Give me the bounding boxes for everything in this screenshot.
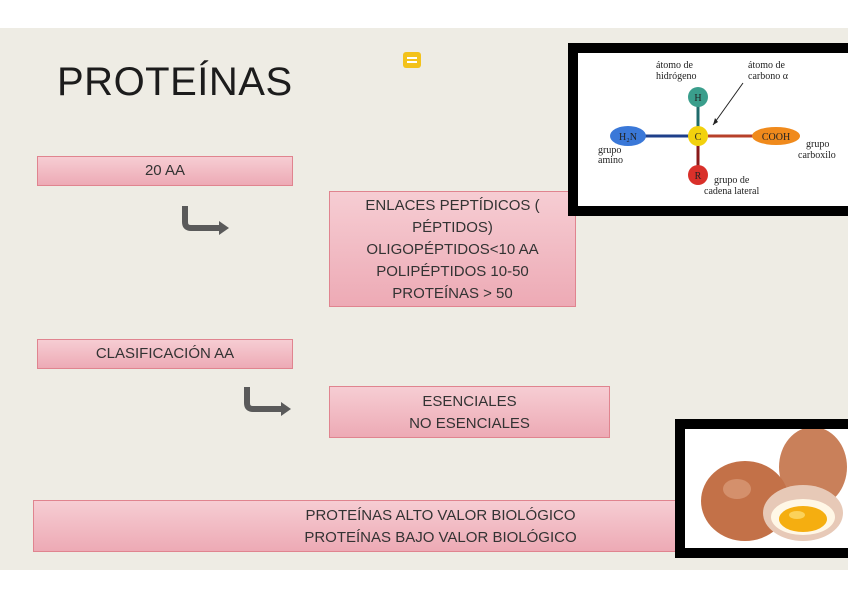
box-clasificacion-text: CLASIFICACIÓN AA [95,345,235,362]
comment-icon[interactable] [403,52,421,68]
box-esenciales-line-1: ESENCIALES [422,393,517,410]
carboxyl-label-2: carboxilo [798,150,836,161]
c-symbol: C [695,132,702,143]
box-valor-biologico: PROTEÍNAS ALTO VALOR BIOLÓGICO PROTEÍNAS… [33,500,693,552]
amino-label-1: grupo [598,145,621,156]
amino-acid-diagram: H C R H₂N COOH átomo de hidrógeno átomo … [568,43,848,216]
box-valor-line-2: PROTEÍNAS BAJO VALOR BIOLÓGICO [304,529,577,546]
carboxyl-label-1: grupo [806,139,829,150]
h-symbol: H [694,93,701,104]
c-label-2: carbono α [748,71,789,82]
r-symbol: R [695,171,702,182]
box-clasificacion: CLASIFICACIÓN AA [37,339,293,369]
h2n-symbol: H₂N [619,132,637,143]
slide-title: PROTEÍNAS [57,60,293,104]
h-label-2: hidrógeno [656,71,697,82]
cooh-symbol: COOH [762,132,790,143]
box-enlaces-line-2: PÉPTIDOS) [412,219,493,236]
box-esenciales-line-2: NO ESENCIALES [409,415,530,432]
h-label-1: átomo de [656,60,693,71]
r-label-1: grupo de [714,175,750,186]
r-label-2: cadena lateral [704,186,759,197]
carboxyl-group-icon [752,127,800,145]
slide: PROTEÍNAS 20 AA ENLACES PEPTÍDICOS ( PÉP… [0,28,848,570]
box-20aa: 20 AA [37,156,293,186]
box-enlaces-line-1: ENLACES PEPTÍDICOS ( [365,197,540,214]
amino-group-icon [610,126,646,146]
box-valor-line-1: PROTEÍNAS ALTO VALOR BIOLÓGICO [305,507,576,524]
box-enlaces: ENLACES PEPTÍDICOS ( PÉPTIDOS) OLIGOPÉPT… [329,191,576,307]
box-enlaces-line-3: OLIGOPÉPTIDOS<10 AA [366,241,539,258]
box-20aa-text: 20 AA [144,162,186,179]
r-group-icon [688,165,708,185]
amino-label-2: amino [598,155,623,166]
carbon-atom-icon [688,126,708,146]
box-esenciales: ESENCIALES NO ESENCIALES [329,386,610,438]
c-label-1: átomo de [748,60,785,71]
bent-arrow-icon [182,206,229,235]
bent-arrow-icon [244,387,291,416]
box-enlaces-line-5: PROTEÍNAS > 50 [392,285,513,302]
hydrogen-atom-icon [688,87,708,107]
eggs-photo [675,419,848,558]
box-enlaces-line-4: POLIPÉPTIDOS 10-50 [376,263,529,280]
